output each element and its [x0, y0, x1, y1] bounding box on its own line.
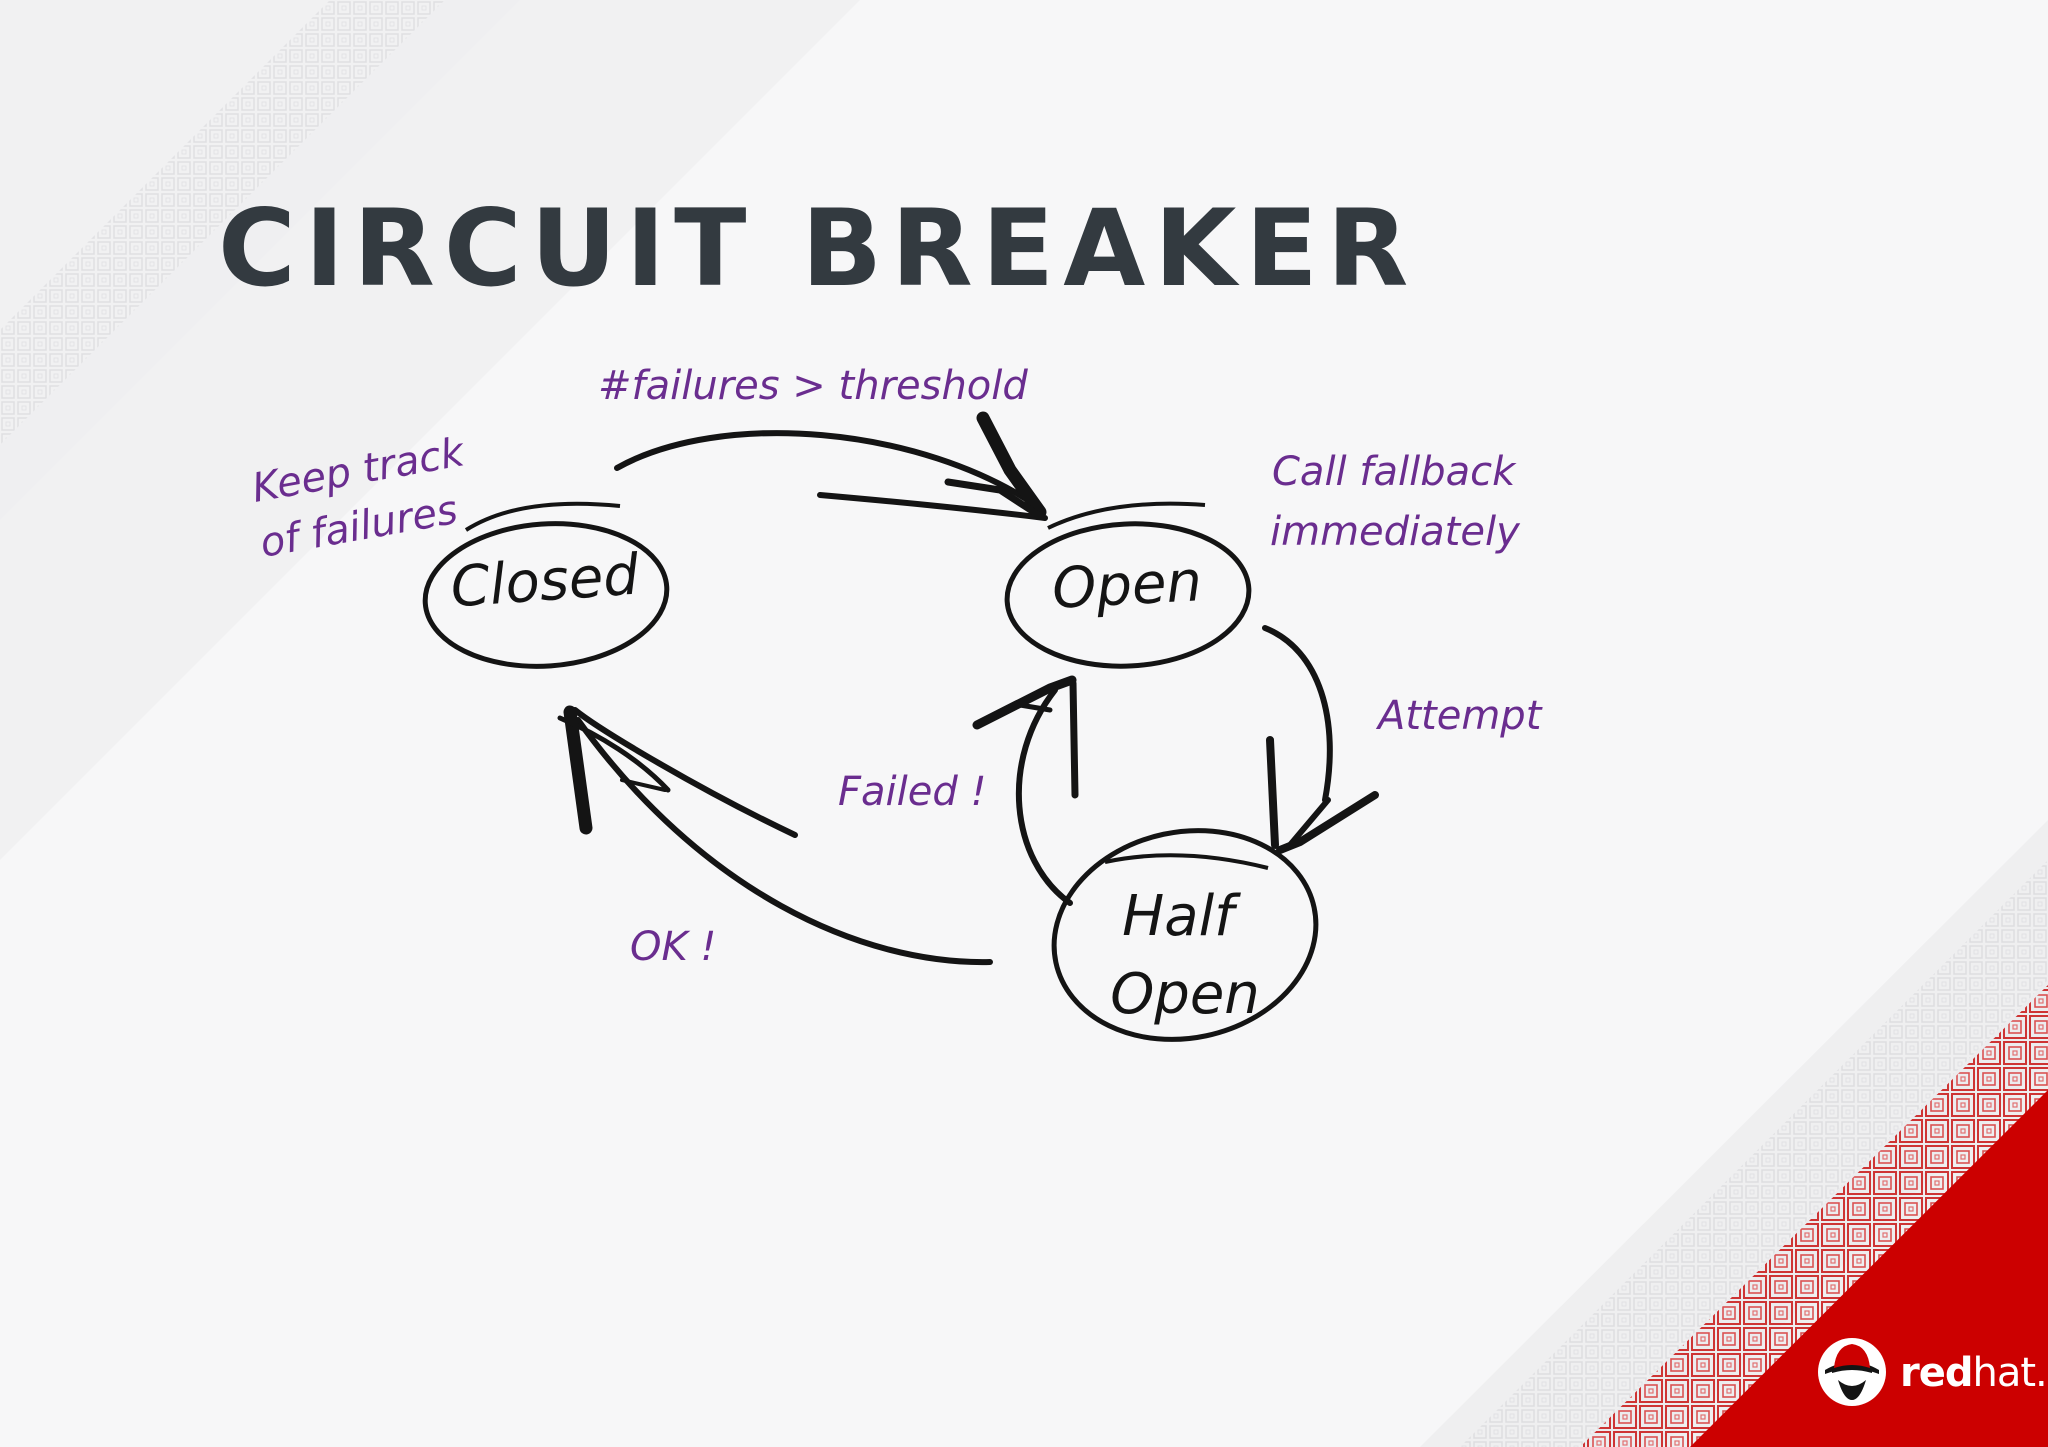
- arrow-closed-to-open: [614, 411, 1048, 521]
- note-call-fallback-line2: immediately: [1270, 509, 1521, 555]
- state-closed-label: Closed: [449, 543, 642, 621]
- arrow-open-to-half-open: [1262, 625, 1379, 854]
- state-half-open-label-line1: Half: [1122, 884, 1241, 949]
- transition-label-ok: OK !: [630, 924, 716, 970]
- redhat-logo: redhat.: [1812, 1332, 2048, 1412]
- arrow-half-open-to-closed: [557, 705, 993, 966]
- page-title: CIRCUIT BREAKER: [218, 187, 1418, 310]
- shadowman-icon: [1818, 1338, 1886, 1406]
- wordmark-bold: red: [1900, 1350, 1973, 1396]
- state-closed: Closed: [422, 501, 670, 669]
- wordmark-light: hat: [1972, 1350, 2037, 1396]
- wordmark-mark: .: [2035, 1350, 2048, 1396]
- state-open: Open: [1004, 501, 1252, 669]
- transition-label-threshold: #failures > threshold: [598, 363, 1028, 409]
- arrow-half-open-to-open: [972, 675, 1079, 906]
- transition-label-attempt: Attempt: [1375, 693, 1543, 739]
- note-call-fallback-line1: Call fallback: [1272, 449, 1517, 495]
- state-half-open-label-line2: Open: [1110, 962, 1260, 1027]
- transition-label-failed: Failed !: [838, 769, 987, 815]
- redhat-wordmark: redhat.: [1900, 1350, 2048, 1396]
- state-half-open: Half Open: [1051, 828, 1319, 1042]
- state-open-label: Open: [1051, 549, 1204, 622]
